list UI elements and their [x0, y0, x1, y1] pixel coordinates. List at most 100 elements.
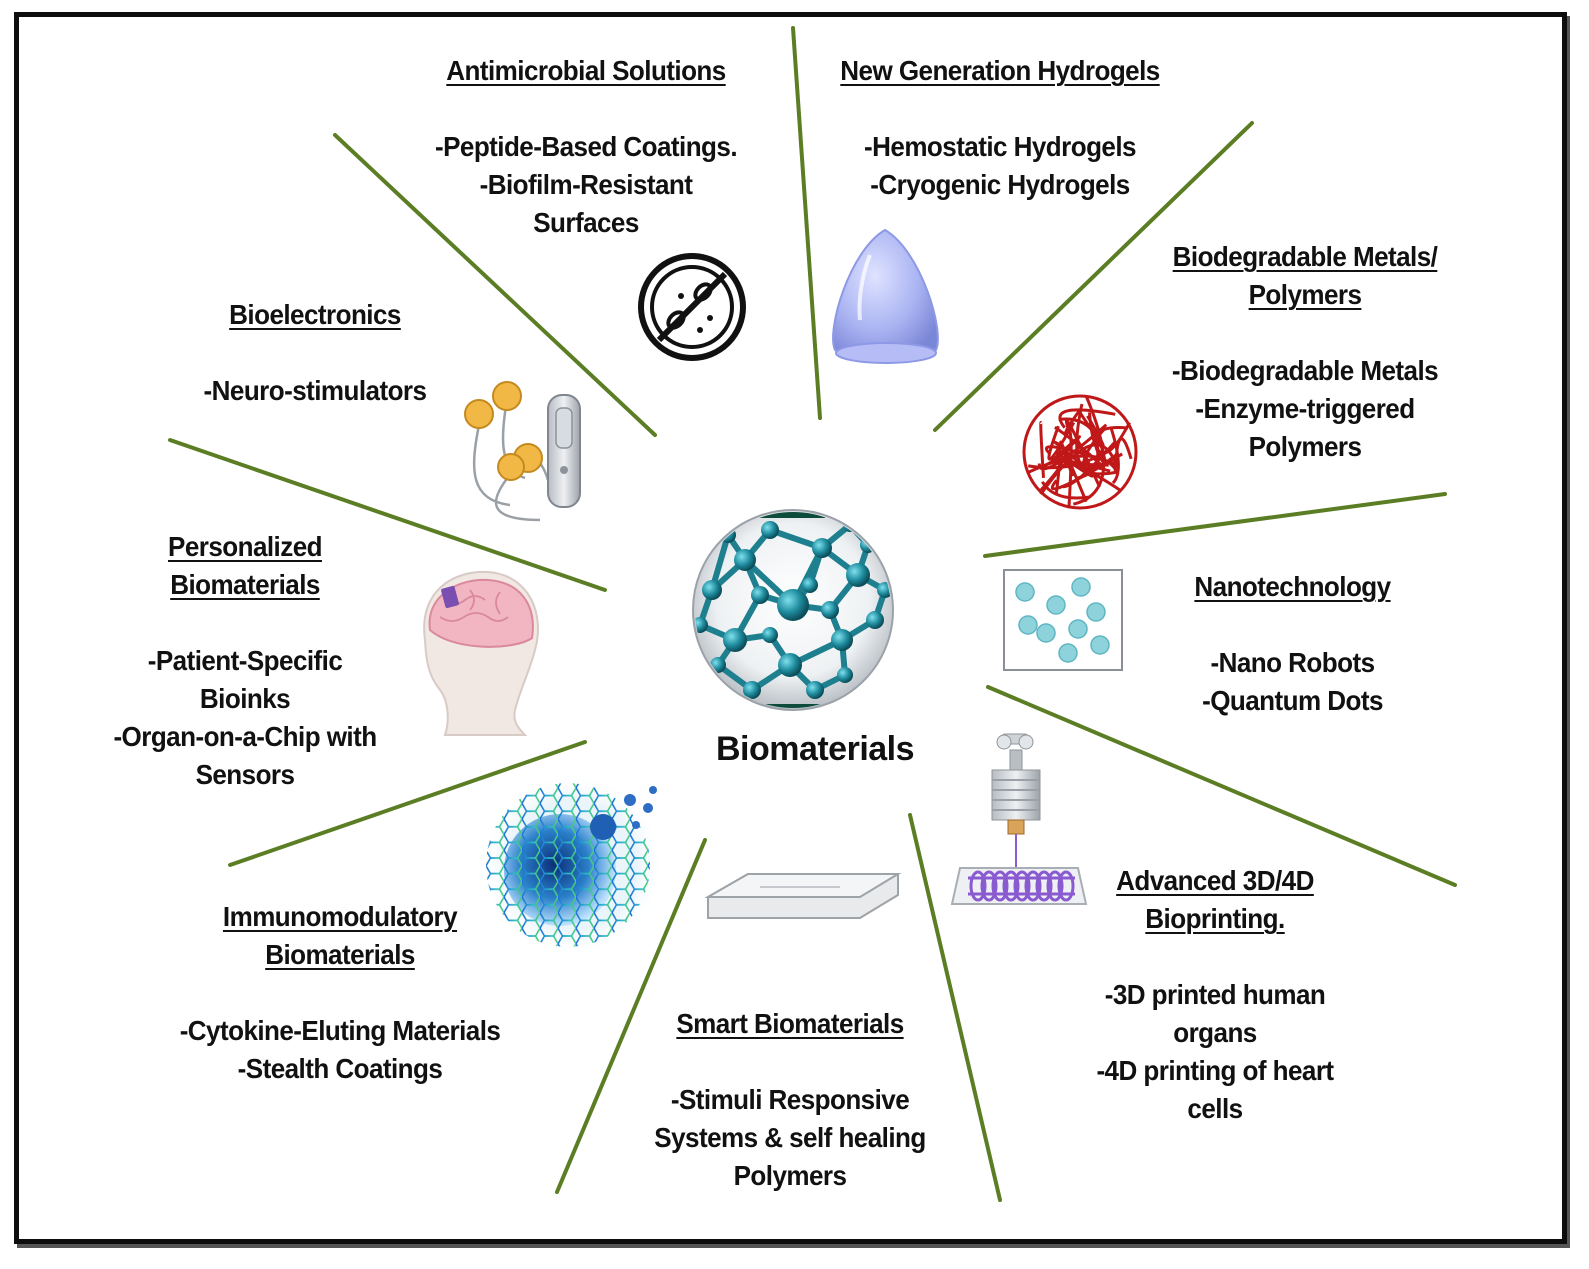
lattice-loop: [1046, 870, 1064, 902]
divider-line: [555, 838, 707, 1194]
molecule-atom: [821, 601, 839, 619]
block-personalized: Personalized Biomaterials -Patient-Speci…: [92, 528, 399, 794]
molecule-atom: [723, 628, 747, 652]
nanoparticle: [1086, 602, 1106, 622]
divider-line: [986, 685, 1457, 887]
polymer-strand: [1058, 408, 1116, 429]
hydrogel-dome-icon: [832, 228, 939, 364]
title-nanotech: Nanotechnology: [1194, 571, 1391, 602]
polymer-strand: [1039, 443, 1118, 496]
item-bioprinting-2: -4D printing of heart cells: [1096, 1055, 1334, 1124]
divider-line: [791, 26, 822, 420]
item-personalized-1: -Patient-Specific Bioinks: [147, 645, 343, 714]
title-bioprinting-1: Advanced 3D/4D: [1116, 865, 1314, 896]
nanoparticle-box-icon: [1003, 569, 1123, 671]
nanoparticle: [1036, 623, 1056, 643]
title-biodegradable-2: Polymers: [1248, 279, 1362, 310]
title-bioelectronics: Bioelectronics: [229, 299, 401, 330]
item-hydrogels-1: -Hemostatic Hydrogels: [864, 131, 1136, 162]
title-personalized-2: Biomaterials: [170, 569, 320, 600]
molecule-atom: [761, 521, 779, 539]
title-hydrogels: New Generation Hydrogels: [840, 55, 1160, 86]
item-antimicrobial-2: -Biofilm-Resistant Surfaces: [479, 169, 693, 238]
polymer-strand: [1109, 428, 1120, 485]
item-nanotech-1: -Nano Robots: [1210, 647, 1376, 678]
polymer-strand: [1064, 419, 1101, 488]
antimicrobial-icon: [638, 253, 746, 361]
title-smart: Smart Biomaterials: [676, 1008, 904, 1039]
polymer-tangle-icon: [1022, 394, 1138, 510]
polymer-strand: [1072, 394, 1106, 506]
molecule-atom: [802, 577, 818, 593]
lattice-loop: [1024, 870, 1042, 902]
block-nanotech: Nanotechnology -Nano Robots -Quantum Dot…: [1169, 568, 1415, 720]
bioprinter-icon: [950, 733, 1088, 905]
block-bioelectronics: Bioelectronics -Neuro-stimulators: [189, 296, 440, 410]
molecule-atom: [837, 667, 853, 683]
center-label: Biomaterials: [715, 730, 915, 768]
divider-line: [168, 438, 607, 592]
block-antimicrobial: Antimicrobial Solutions -Peptide-Based C…: [413, 52, 759, 242]
molecule-atom: [866, 611, 884, 629]
immune-cell-mesh-icon: [480, 773, 664, 957]
polymer-outline: [1022, 394, 1138, 510]
block-biodegradable: Biodegradable Metals/ Polymers -Biodegra…: [1152, 238, 1459, 466]
divider-line: [983, 492, 1447, 558]
molecule-atom: [762, 627, 778, 643]
divider-lines: [168, 26, 1457, 1202]
title-bioprinting-2: Bioprinting.: [1145, 903, 1285, 934]
nanoparticle: [1058, 643, 1078, 663]
neurostimulator-icon: [464, 381, 581, 522]
divider-line: [933, 121, 1254, 432]
block-hydrogels: New Generation Hydrogels -Hemostatic Hyd…: [823, 52, 1176, 204]
lattice-loop: [1035, 870, 1053, 902]
block-bioprinting: Advanced 3D/4D Bioprinting. -3D printed …: [1076, 862, 1355, 1128]
title-personalized-1: Personalized: [168, 531, 323, 562]
divider-line: [908, 813, 1002, 1202]
nanoparticle: [1071, 577, 1091, 597]
lattice-loop: [1057, 870, 1075, 902]
molecule-atom: [777, 589, 809, 621]
smart-slab-icon: [704, 873, 902, 919]
item-hydrogels-2: -Cryogenic Hydrogels: [870, 169, 1130, 200]
title-antimicrobial: Antimicrobial Solutions: [446, 55, 726, 86]
molecule-atom: [778, 653, 802, 677]
item-personalized-2: -Organ-on-a-Chip with Sensors: [113, 721, 377, 790]
title-biodegradable-1: Biodegradable Metals/: [1172, 241, 1438, 272]
molecule-atom: [846, 563, 870, 587]
item-smart-1: -Stimuli Responsive Systems & self heali…: [654, 1084, 926, 1191]
lattice-loop: [969, 870, 987, 902]
molecule-atom: [806, 681, 824, 699]
molecule-atom: [734, 549, 756, 571]
title-immuno-1: Immunomodulatory: [222, 901, 458, 932]
molecule-atom: [831, 629, 853, 651]
item-nanotech-2: -Quantum Dots: [1202, 685, 1383, 716]
nanoparticle: [1018, 615, 1038, 635]
lattice-loop: [1002, 870, 1020, 902]
molecule-atom: [751, 586, 769, 604]
molecule-atom: [702, 580, 722, 600]
item-bioelectronics-1: -Neuro-stimulators: [203, 375, 427, 406]
item-biodegradable-2: -Enzyme-triggered Polymers: [1195, 393, 1415, 462]
nanoparticle: [1068, 619, 1088, 639]
head-brain-icon: [423, 570, 539, 736]
biomaterials-molecule-icon: [692, 509, 894, 711]
item-immuno-2: -Stealth Coatings: [237, 1053, 443, 1084]
item-immuno-1: -Cytokine-Eluting Materials: [179, 1015, 501, 1046]
molecule-atom: [812, 538, 832, 558]
item-biodegradable-1: -Biodegradable Metals: [1171, 355, 1439, 386]
lattice-loop: [980, 870, 998, 902]
nanoparticle: [1015, 582, 1035, 602]
molecule-atom: [743, 681, 761, 699]
polymer-strand: [1047, 421, 1076, 461]
item-bioprinting-1: -3D printed human organs: [1104, 979, 1326, 1048]
nanoparticle: [1046, 595, 1066, 615]
lattice-loop: [1013, 870, 1031, 902]
lattice-loop: [991, 870, 1009, 902]
title-immuno-2: Biomaterials: [265, 939, 415, 970]
block-smart: Smart Biomaterials -Stimuli Responsive S…: [641, 1005, 939, 1195]
block-immuno: Immunomodulatory Biomaterials -Cytokine-…: [163, 898, 516, 1088]
polymer-strand: [1050, 435, 1081, 464]
nanoparticle: [1090, 635, 1110, 655]
